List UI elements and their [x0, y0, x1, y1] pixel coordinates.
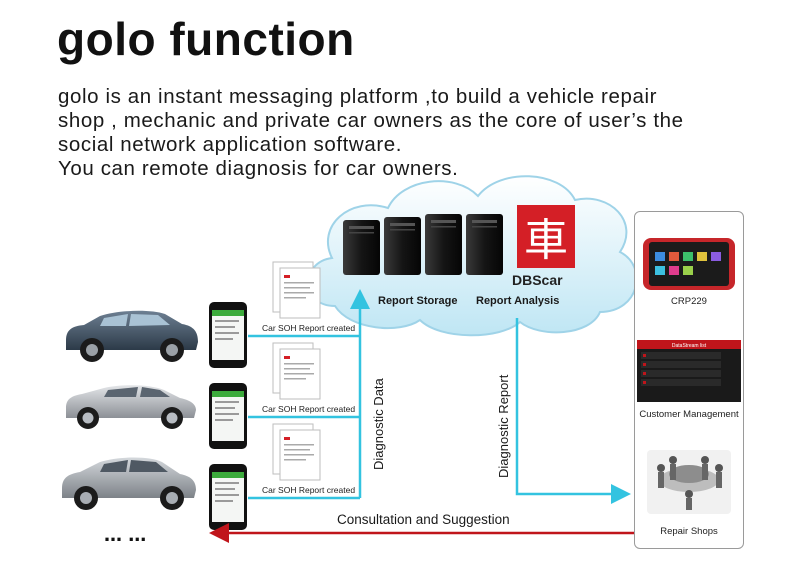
server-icon: [343, 220, 380, 275]
server-icon: [425, 214, 462, 275]
description-line: You can remote diagnosis for car owners.: [58, 157, 459, 180]
phone-icon: [209, 302, 247, 368]
page-title: golo function: [57, 13, 355, 65]
crp229-device-icon: [643, 238, 735, 290]
diagnostic-report-label: Diagnostic Report: [496, 374, 511, 478]
customer-management-label: Customer Management: [639, 409, 739, 420]
report-storage-label: Report Storage: [378, 295, 457, 307]
car-image: [66, 310, 198, 362]
right-panel: DataStream list CRP229 Customer Manageme…: [634, 211, 744, 549]
server-icon: [384, 217, 421, 275]
phone-icon: [209, 383, 247, 449]
screen-header: DataStream list: [672, 343, 707, 349]
report-created-label: Car SOH Report created: [262, 485, 355, 495]
description-line: social network application software.: [58, 133, 403, 156]
brand-label: DBScar: [512, 272, 563, 288]
report-document-icon: [272, 261, 321, 319]
car-image: [66, 385, 196, 429]
device-label: CRP229: [671, 296, 707, 307]
consultation-label: Consultation and Suggestion: [337, 512, 510, 527]
description-line: golo is an instant messaging platform ,t…: [58, 85, 658, 108]
panel-graphics: DataStream list: [637, 238, 741, 514]
datastream-screen-icon: [637, 340, 741, 402]
report-created-label: Car SOH Report created: [262, 323, 355, 333]
diagnostic-data-arrow: [248, 289, 370, 500]
car-image: [62, 457, 196, 510]
diagnostic-report-arrow: [515, 318, 631, 504]
repair-shop-image: [647, 450, 731, 514]
report-analysis-label: Report Analysis: [476, 295, 559, 307]
repair-shops-label: Repair Shops: [660, 526, 718, 537]
dbscar-glyph: 車: [524, 215, 568, 266]
report-document-icon: [272, 342, 321, 400]
report-created-label: Car SOH Report created: [262, 404, 355, 414]
dbscar-logo-icon: 車: [517, 205, 575, 268]
report-document-icon: [272, 423, 321, 481]
server-icon: [466, 214, 503, 275]
more-indicator: … …: [104, 525, 146, 546]
diagnostic-data-label: Diagnostic Data: [371, 377, 386, 470]
description-line: shop , mechanic and private car owners a…: [58, 109, 684, 132]
phone-icon: [209, 464, 247, 530]
